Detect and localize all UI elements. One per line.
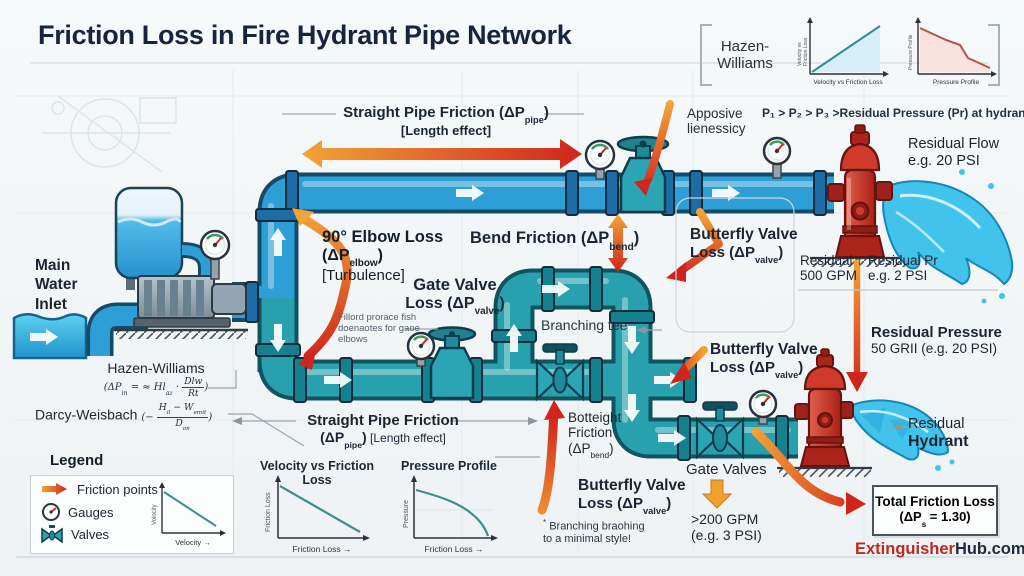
pressure-chart-title: Pressure Profile [401,459,497,473]
brand-wordmark: ExtinguisherHub.com [855,540,1024,558]
svg-text:Volocity: Volocity [152,504,158,525]
gate-valve-loss-label: Gate Valve Loss (ΔPvalve) [405,276,505,318]
gauge-lower-pipe [406,331,436,367]
gpm-note-label: >200 GPM(e.g. 3 PSI) [691,511,762,543]
gauge-top-pipe [584,139,616,180]
svg-text:Pressure Profile: Pressure Profile [908,34,914,70]
svg-text:Pressure: Pressure [403,500,410,528]
pressure-profile-minichart: Pressure Profile Pressure Profile [908,17,997,86]
residual-gpm-label: Residual ↑500 GPM [800,253,864,284]
legend-item-label: Gauges [68,504,114,520]
pump [114,275,248,339]
water-jet-2 [848,399,950,461]
valve-icon [41,525,63,544]
legend-item-valves: Valves [40,524,109,544]
gauge-icon [42,503,60,521]
pressure-profile-chart: Pressure Friction Loss → [403,475,498,554]
gauge-top-pipe-right [762,136,792,179]
leader-arrowheads [232,326,902,431]
butterfly-valve-label-top: Butterfly Valve Loss (ΔPvalve) [690,226,798,265]
straight-pipe-friction-bottom-label: Straight Pipe Friction (ΔPpipe) [Length … [307,412,459,450]
straight-pipe-arrow [302,139,582,169]
total-friction-loss-box: Total Friction Loss (ΔPs = 1.30) [872,485,998,536]
butterfly-valve-bottom [695,401,745,460]
page-title: Friction Loss in Fire Hydrant Pipe Netwo… [38,20,572,50]
gate-valves-label: Gate Valves [686,461,767,478]
svg-text:Velocity →: Velocity → [175,538,210,547]
straight-pipe-friction-top-label: Straight Pipe Friction (ΔPpipe) [Length … [343,104,549,138]
gauges [199,136,792,425]
legend-item-label: Friction points [77,481,158,497]
gauge-pump [199,229,231,280]
fire-hydrant-2 [777,348,955,477]
svg-text:Friction Loss: Friction Loss [265,492,272,532]
bend-friction-arrow [608,214,628,272]
water-jet-1 [882,180,1014,286]
friction-arrows [292,100,868,515]
butterfly-valve-label-bottom: Butterfly Valve Loss (ΔPvalve) [578,477,686,516]
svg-text:Friction Loss →: Friction Loss → [424,544,483,554]
flow-arrows [270,185,740,446]
velocity-friction-minichart: Velocity vs Friction Loss Velocity vs Fr… [797,17,889,86]
butterfly-valve-mid [535,343,585,402]
svg-text:Velocity vs Friction Loss: Velocity vs Friction Loss [813,79,883,86]
gate-valves-arrow [701,479,733,509]
panel-bracket-left [700,24,712,86]
residual-pressure-label: Residual Pressure 50 GRII (e.g. 20 PSI) [871,324,1002,357]
pressure-tank [114,186,214,290]
svg-text:Friction Loss: Friction Loss [803,37,809,66]
gauge-bottom-pipe [748,389,778,425]
velocity-chart-title: Velocity vs Friction Loss [260,459,374,488]
water-inlet-channel [12,313,88,360]
leader-lines [16,113,1008,558]
legend-item-friction-points: Friction points [40,481,158,497]
butterfly-valve-label-mid: Butterfly Valve Loss (ΔPvalve) [710,341,818,380]
svg-text:Pressure Profile: Pressure Profile [933,79,980,86]
pressure-order-label: P₁ > P₂ > P₃ >Residual Pressure (Pr) at … [762,106,1024,120]
velocity-friction-chart: Friction Loss Friction Loss → [265,475,370,554]
residual-hydrant-label: Residual Hydrant [908,416,969,450]
branching-note: * Branching braohing to a minimal style! [543,518,645,546]
legend-minichart: Volocity Velocity → [152,482,226,547]
legend-item-label: Valves [71,526,110,542]
method-label: Hazen-Williams [717,38,773,73]
friction-arrow-icon [42,483,67,495]
elbow-loss-label: 90° Elbow Loss (ΔPelbow) [Turbulence] [322,228,444,285]
fire-hydrant-1 [810,124,1014,304]
bend-friction-label: Bend Friction (ΔPbend) [470,229,640,253]
gate-valve-lower [427,326,477,400]
panel-bracket-right [988,24,1000,86]
branching-tee-label: Branching tee [541,317,628,333]
svg-text:Friction Loss →: Friction Loss → [292,544,351,554]
svg-text:Velocity vs: Velocity vs [797,42,803,66]
blueprint-doodles [42,95,177,173]
legend-heading: Legend [50,452,104,469]
legend-item-gauges: Gauges [41,502,114,522]
